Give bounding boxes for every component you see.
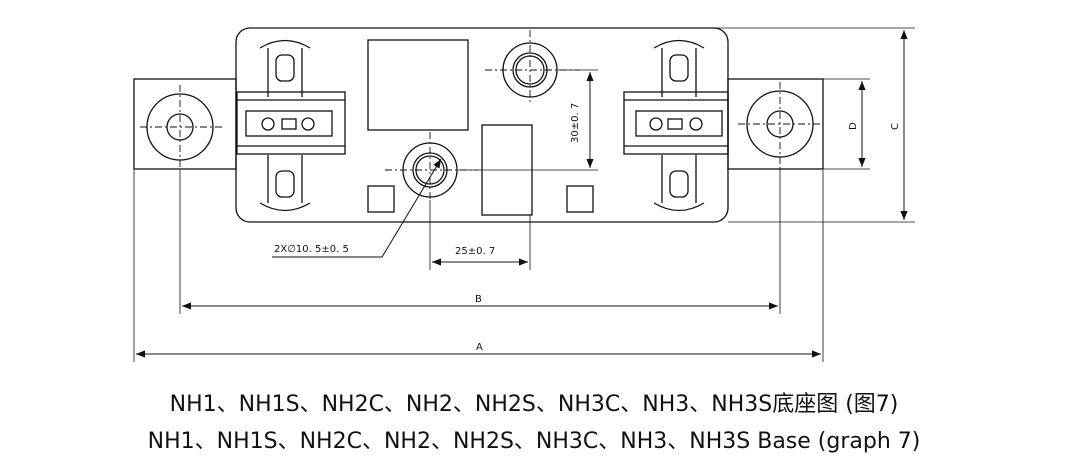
dim-c-label: C bbox=[890, 123, 901, 130]
dim-30-label: 30±0. 7 bbox=[570, 103, 581, 143]
right-contact-clip bbox=[623, 39, 729, 212]
dim-d-label: D bbox=[848, 122, 859, 130]
left-terminal-tab bbox=[133, 78, 237, 170]
hole-callout: 2X∅10. 5±0. 5 bbox=[274, 244, 349, 255]
small-square-left bbox=[367, 185, 395, 213]
upper-label-pad bbox=[367, 39, 469, 131]
caption-chinese: NH1、NH1S、NH2C、NH2、NH2S、NH3C、NH3、NH3S底座图 … bbox=[169, 392, 899, 417]
dim-25-label: 25±0. 7 bbox=[455, 246, 495, 257]
dim-b-label: B bbox=[475, 294, 482, 305]
caption-english: NH1、NH1S、NH2C、NH2、NH2S、NH3C、NH3、NH3S Bas… bbox=[147, 429, 921, 454]
dim-a-label: A bbox=[476, 342, 483, 353]
fuse-base-drawing: 2X∅10. 5±0. 5 25±0. 7 30±0. 7 B A C D bbox=[133, 27, 915, 362]
hole-leader bbox=[272, 158, 442, 258]
small-square-right bbox=[566, 185, 594, 213]
left-contact-clip bbox=[236, 39, 346, 212]
